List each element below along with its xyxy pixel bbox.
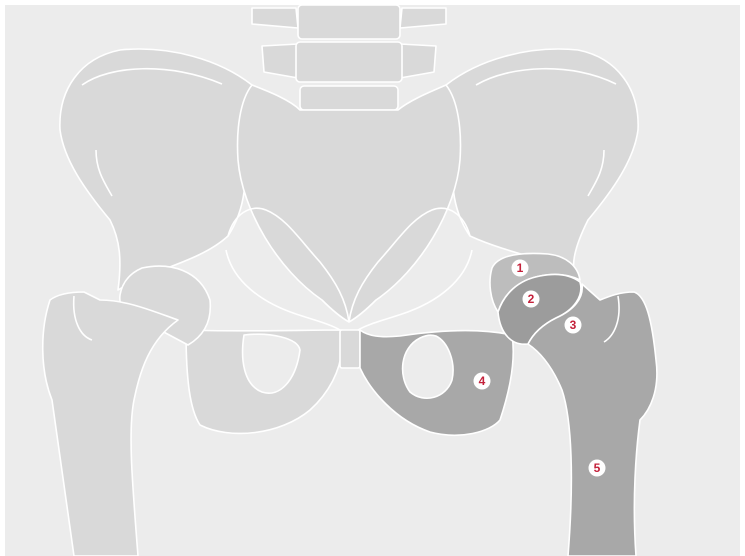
obturator-foramen-right xyxy=(403,335,453,398)
pubic-symphysis xyxy=(340,330,360,368)
marker-label: 2 xyxy=(528,292,535,306)
marker-label: 5 xyxy=(594,461,601,475)
marker-2: 2 xyxy=(523,291,540,308)
vertebra-3 xyxy=(300,86,398,110)
marker-label: 4 xyxy=(479,374,486,388)
marker-label: 1 xyxy=(517,261,524,275)
vertebra-process-right xyxy=(400,44,436,78)
marker-4: 4 xyxy=(474,373,491,390)
vertebra-1 xyxy=(298,5,400,39)
vertebra-process-left-top xyxy=(252,8,298,28)
marker-1: 1 xyxy=(512,260,529,277)
vertebra-process-right-top xyxy=(400,8,446,28)
marker-label: 3 xyxy=(570,318,577,332)
marker-3: 3 xyxy=(565,317,582,334)
vertebra-2 xyxy=(296,42,402,82)
marker-5: 5 xyxy=(589,460,606,477)
vertebra-process-left xyxy=(262,44,298,78)
